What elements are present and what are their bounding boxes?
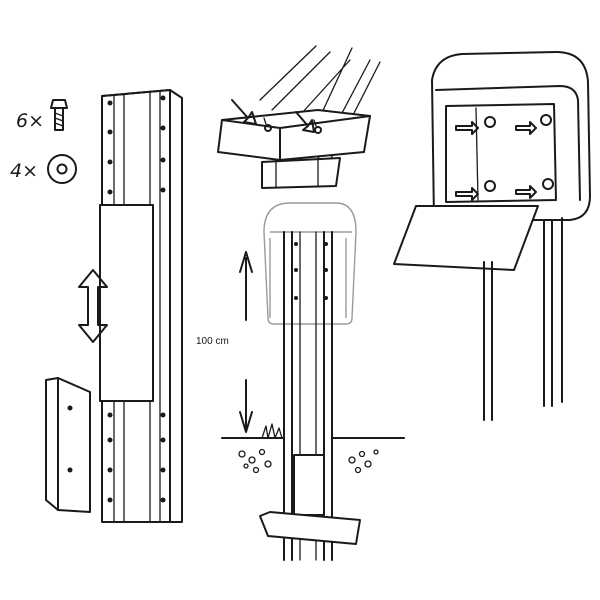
support-posts (483, 217, 563, 421)
bolt-arrow-bottom-right (515, 178, 554, 199)
installed-post (283, 231, 333, 561)
bolt-arrow-bottom-left (455, 180, 496, 201)
left-post-assembly (45, 89, 183, 523)
bolt-arrow-right (295, 111, 315, 133)
angle-bracket (45, 377, 91, 513)
open-flap (393, 205, 539, 271)
bolt-icon (313, 119, 322, 134)
mailbox-body (431, 51, 591, 221)
parts-list: 6× 4× (10, 99, 77, 184)
bolt-arrow-top-left (455, 116, 496, 135)
bolt-icon (263, 117, 272, 132)
ghost-mailbox (263, 202, 357, 325)
washer-quantity-label: 4× (10, 160, 38, 182)
bolt-arrow-top-right (515, 114, 552, 135)
base-bracket (259, 511, 361, 545)
ground-line (221, 423, 405, 474)
bolt-quantity-label: 6× (16, 110, 44, 132)
mailbox-mounting-detail (393, 51, 591, 421)
bolt-arrow-left (231, 99, 257, 125)
rail-mounting-detail (217, 45, 381, 189)
slide-double-arrow (78, 269, 108, 343)
sliding-plate (99, 204, 154, 402)
height-measurement-label: 100 cm (196, 336, 229, 347)
washer-icon (47, 154, 77, 184)
bolt-icon (50, 99, 68, 131)
installation-diagram: 100 cm (196, 202, 405, 561)
height-measurement: 100 cm (196, 251, 253, 433)
